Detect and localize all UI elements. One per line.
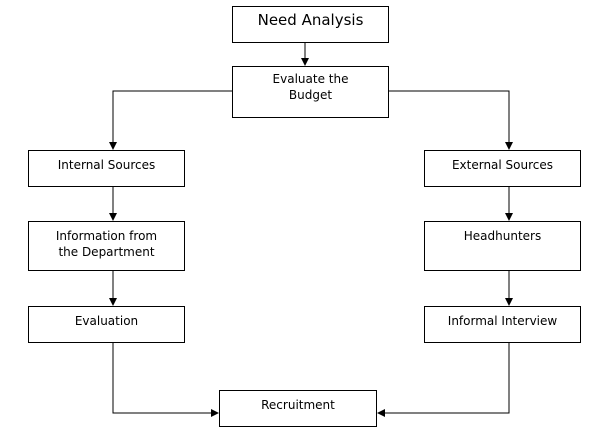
node-evaluate-budget: Evaluate the Budget	[232, 66, 389, 118]
connector-budget-to-internal	[109, 90, 233, 150]
node-recruitment: Recruitment	[219, 390, 377, 427]
node-internal-sources-label: Internal Sources	[57, 158, 156, 172]
node-recruitment-label: Recruitment	[261, 398, 335, 412]
node-evaluation: Evaluation	[28, 306, 185, 343]
node-internal-sources: Internal Sources	[28, 150, 185, 187]
node-evaluate-budget-label: Evaluate the Budget	[272, 72, 349, 102]
node-headhunters: Headhunters	[424, 221, 581, 271]
node-external-sources-label: External Sources	[451, 158, 554, 172]
node-headhunters-label: Headhunters	[463, 229, 542, 243]
node-need-analysis: Need Analysis	[232, 6, 389, 43]
node-external-sources: External Sources	[424, 150, 581, 187]
node-need-analysis-label: Need Analysis	[257, 11, 364, 29]
connector-budget-to-external	[388, 90, 513, 150]
node-information-department: Information from the Department	[28, 221, 185, 271]
node-informal-interview-label: Informal Interview	[447, 314, 558, 328]
connector-interview-to-recruitment	[377, 342, 510, 417]
node-informal-interview: Informal Interview	[424, 306, 581, 343]
node-information-department-label: Information from the Department	[55, 229, 158, 259]
connector-evaluation-to-recruitment	[112, 342, 219, 417]
node-evaluation-label: Evaluation	[74, 314, 139, 328]
